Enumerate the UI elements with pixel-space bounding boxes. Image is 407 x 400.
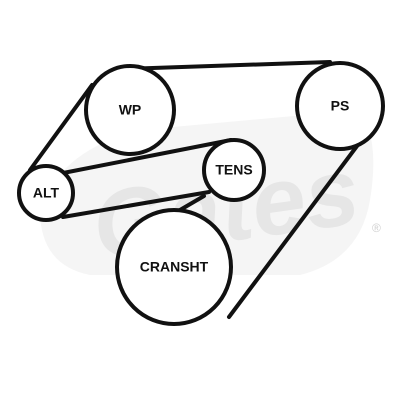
pulley-alt-label: ALT	[33, 185, 60, 201]
pulley-alt: ALT	[17, 164, 75, 222]
pulley-cranshaft: CRANSHT	[115, 208, 233, 326]
belt	[28, 60, 371, 319]
pulley-cranshaft-circle	[115, 208, 233, 326]
pulley-ps-label: PS	[331, 98, 350, 114]
pulley-ps: PS	[295, 61, 385, 151]
belt-segment-crank-to-tens	[178, 194, 206, 212]
pulley-cranshaft-label: CRANSHT	[140, 259, 209, 275]
belt-segment-ps-to-crank	[227, 128, 371, 319]
pulley-wp-label: WP	[119, 102, 142, 118]
pulley-wp: WP	[84, 64, 176, 156]
belt-segment-wp-to-ps	[122, 60, 332, 71]
pulley-alt-circle	[17, 164, 75, 222]
belt-segment-alt-to-tens-upper	[56, 138, 233, 176]
watermark-registered-mark: ®	[372, 221, 381, 235]
belt-segment-alt-to-wp	[28, 83, 94, 172]
pulley-tens: TENS	[202, 138, 266, 202]
pulley-tens-label: TENS	[215, 162, 252, 178]
belt-segment-tens-to-alt-lower	[61, 190, 211, 219]
pulley-ps-circle	[295, 61, 385, 151]
pulley-wp-circle	[84, 64, 176, 156]
pulley-tens-circle	[202, 138, 266, 202]
